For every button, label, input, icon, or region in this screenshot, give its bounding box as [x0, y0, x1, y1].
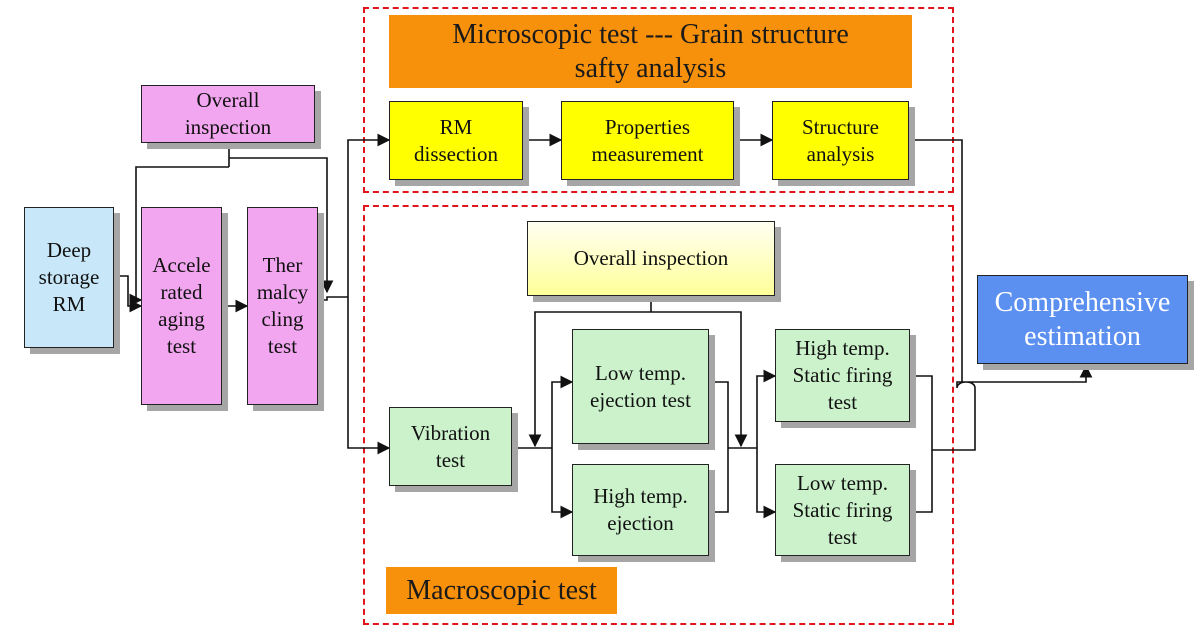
arrow-to-low-static — [756, 448, 777, 519]
rm-dissection-node: RM dissection — [389, 101, 523, 180]
arrow-deep-to-aging — [114, 275, 143, 313]
arrow-split-to-vibration — [347, 297, 391, 455]
structure-analysis-node: Structure analysis — [772, 101, 909, 180]
microscopic-group-frame — [363, 7, 954, 193]
line-high-ejection-out — [709, 448, 729, 513]
arrow-overall-to-aging — [129, 166, 229, 307]
low-temp-ejection-test-node: Low temp. ejection test — [572, 329, 709, 444]
low-temp-static-firing-test-node: Low temp. Static firing test — [775, 464, 910, 556]
thermal-cycling-test-node: Ther malcy cling test — [247, 207, 318, 405]
line-low-ejection-out — [709, 381, 729, 448]
line-low-static-out — [910, 450, 933, 513]
high-temp-static-firing-test-node: High temp. Static firing test — [775, 329, 910, 422]
comprehensive-estimation-node: Comprehensive estimation — [977, 275, 1188, 364]
accelerated-aging-test-node: Accele rated aging test — [141, 207, 222, 405]
high-temp-ejection-node: High temp. ejection — [572, 464, 709, 556]
arrow-to-high-ejection — [551, 448, 574, 519]
overall-inspection-macro-node: Overall inspection — [527, 221, 775, 296]
line-static-to-comp — [932, 364, 1093, 451]
line-thermal-to-split — [318, 296, 348, 301]
arrow-overall-to-merge — [229, 157, 334, 294]
arrow-to-high-static — [756, 369, 777, 448]
macroscopic-group-frame — [363, 205, 954, 625]
arrow-to-low-ejection — [551, 375, 574, 448]
arrow-overall-macro-right — [651, 311, 748, 448]
overall-inspection-node: Overall inspection — [141, 85, 315, 143]
properties-measurement-node: Properties measurement — [561, 101, 734, 180]
macroscopic-test-title: Macroscopic test — [386, 567, 617, 614]
arrow-overall-macro-left — [528, 311, 651, 448]
microscopic-test-title: Microscopic test --- Grain structure saf… — [389, 15, 912, 88]
arrow-split-to-dissection — [347, 133, 391, 297]
line-structure-to-comp — [909, 139, 963, 382]
line-high-static-out — [910, 375, 933, 450]
deep-storage-rm-node: Deep storage RM — [24, 207, 114, 348]
vibration-test-node: Vibration test — [389, 407, 512, 486]
